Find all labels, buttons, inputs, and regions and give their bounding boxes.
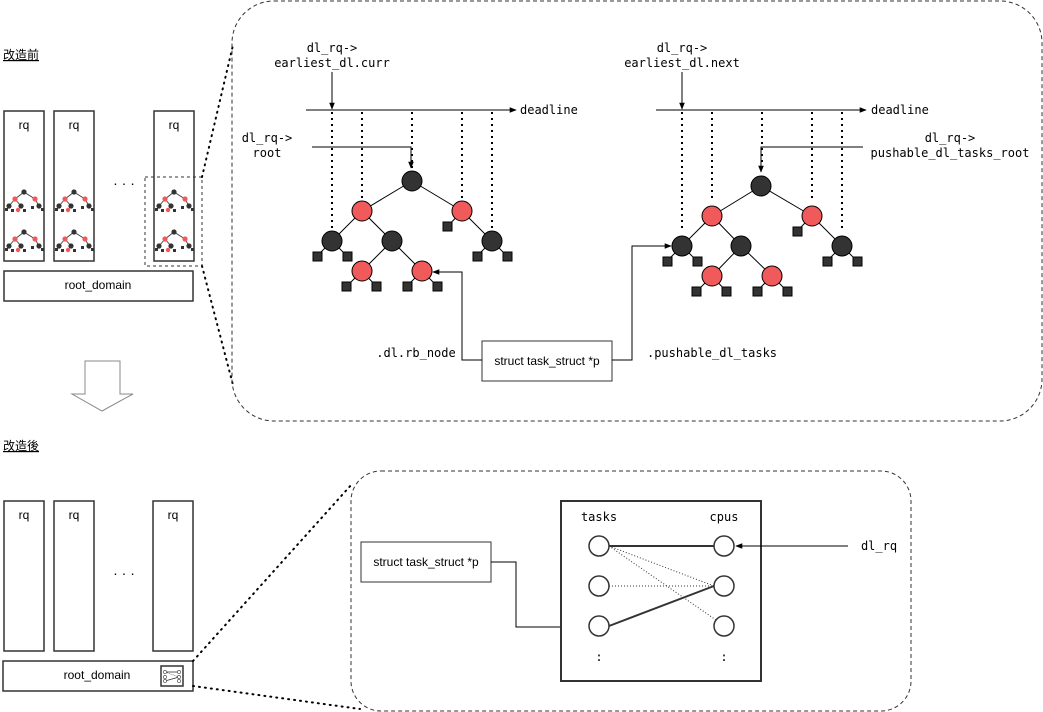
deadline-label-right: deadline xyxy=(871,103,929,117)
rq-label: rq xyxy=(69,508,80,522)
graph-edges xyxy=(608,545,717,627)
before-rq-1: rq xyxy=(3,110,45,262)
tree-nil-leaves xyxy=(312,221,513,292)
root-domain-label: root_domain xyxy=(65,278,132,292)
tree-nodes xyxy=(671,175,853,287)
left-pointer-label-2: earliest_dl.curr xyxy=(274,56,390,70)
cpus-header: cpus xyxy=(710,510,739,524)
rb-node-label: .dl.rb_node xyxy=(376,346,455,360)
bipartite-graph-box: tasks cpus : : xyxy=(560,500,762,682)
before-section: 改造前 rq rq · · · rq root_domain xyxy=(3,44,234,386)
bottom-detail-panel: struct task_struct *p tasks cpus xyxy=(350,470,912,712)
before-heading: 改造前 xyxy=(3,47,39,62)
zoom-line-bottom xyxy=(192,685,361,710)
root-label-left-1: dl_rq-> xyxy=(242,131,293,145)
right-pointer-label-2: earliest_dl.next xyxy=(624,56,740,70)
right-pointer-label-1: dl_rq-> xyxy=(657,41,708,55)
left-pointer-label-1: dl_rq-> xyxy=(307,41,358,55)
root-label-left-2: root xyxy=(253,146,282,160)
root-domain-label: root_domain xyxy=(64,668,131,682)
after-rq-1: rq xyxy=(3,500,45,652)
right-rbtree-group: dl_rq-> earliest_dl.next deadline dl_rq-… xyxy=(624,41,1030,297)
cpus-more: : xyxy=(720,650,727,664)
before-rq-2: rq xyxy=(53,110,95,262)
zoom-selection-box xyxy=(144,176,203,267)
after-rq-3: rq xyxy=(152,500,194,652)
before-root-domain: root_domain xyxy=(3,270,194,302)
tasks-header: tasks xyxy=(581,510,617,524)
cpu-nodes xyxy=(713,535,735,637)
mini-graph-icon xyxy=(160,665,184,687)
top-detail-panel: dl_rq-> earliest_dl.curr deadline dl_rq-… xyxy=(231,0,1043,422)
before-rq-3: rq xyxy=(153,110,195,262)
zoom-line-bottom xyxy=(201,265,234,386)
zoom-line-top xyxy=(201,44,234,178)
rq-label: rq xyxy=(169,118,180,132)
task-struct-label: struct task_struct *p xyxy=(494,354,600,368)
task-struct-box-bottom: struct task_struct *p xyxy=(360,541,492,583)
rq-label: rq xyxy=(19,508,30,522)
tree-nodes xyxy=(321,170,503,282)
root-label-right-1: dl_rq-> xyxy=(925,131,976,145)
deadline-label-left: deadline xyxy=(520,103,578,117)
after-heading: 改造後 xyxy=(3,439,39,453)
deadline-projection-lines xyxy=(681,112,843,229)
down-arrow-icon xyxy=(70,360,134,412)
task-struct-label: struct task_struct *p xyxy=(373,555,479,569)
rq-label: rq xyxy=(168,508,179,522)
task-arrow xyxy=(491,561,588,630)
tasks-more: : xyxy=(595,650,602,664)
pushable-arrow xyxy=(612,243,672,361)
after-root-domain: root_domain xyxy=(2,660,194,692)
tree-nil-leaves xyxy=(662,226,863,297)
after-rq-2: rq xyxy=(53,500,95,652)
dl-rq-label: dl_rq xyxy=(861,539,897,553)
left-rbtree-group: dl_rq-> earliest_dl.curr deadline dl_rq-… xyxy=(242,41,578,292)
rq-label: rq xyxy=(19,118,30,132)
deadline-projection-lines xyxy=(331,112,493,229)
task-struct-box-top: struct task_struct *p xyxy=(481,340,613,382)
after-ellipsis: · · · xyxy=(113,565,135,581)
zoom-line-top xyxy=(192,483,353,662)
after-section: 改造後 rq rq · · · rq root_domain xyxy=(2,439,361,710)
rq-label: rq xyxy=(69,118,80,132)
before-ellipsis: · · · xyxy=(113,175,135,191)
rb-node-arrow xyxy=(432,269,482,361)
task-nodes xyxy=(588,535,610,637)
root-label-right-2: pushable_dl_tasks_root xyxy=(871,146,1030,160)
pushable-label: .pushable_dl_tasks xyxy=(647,346,777,360)
